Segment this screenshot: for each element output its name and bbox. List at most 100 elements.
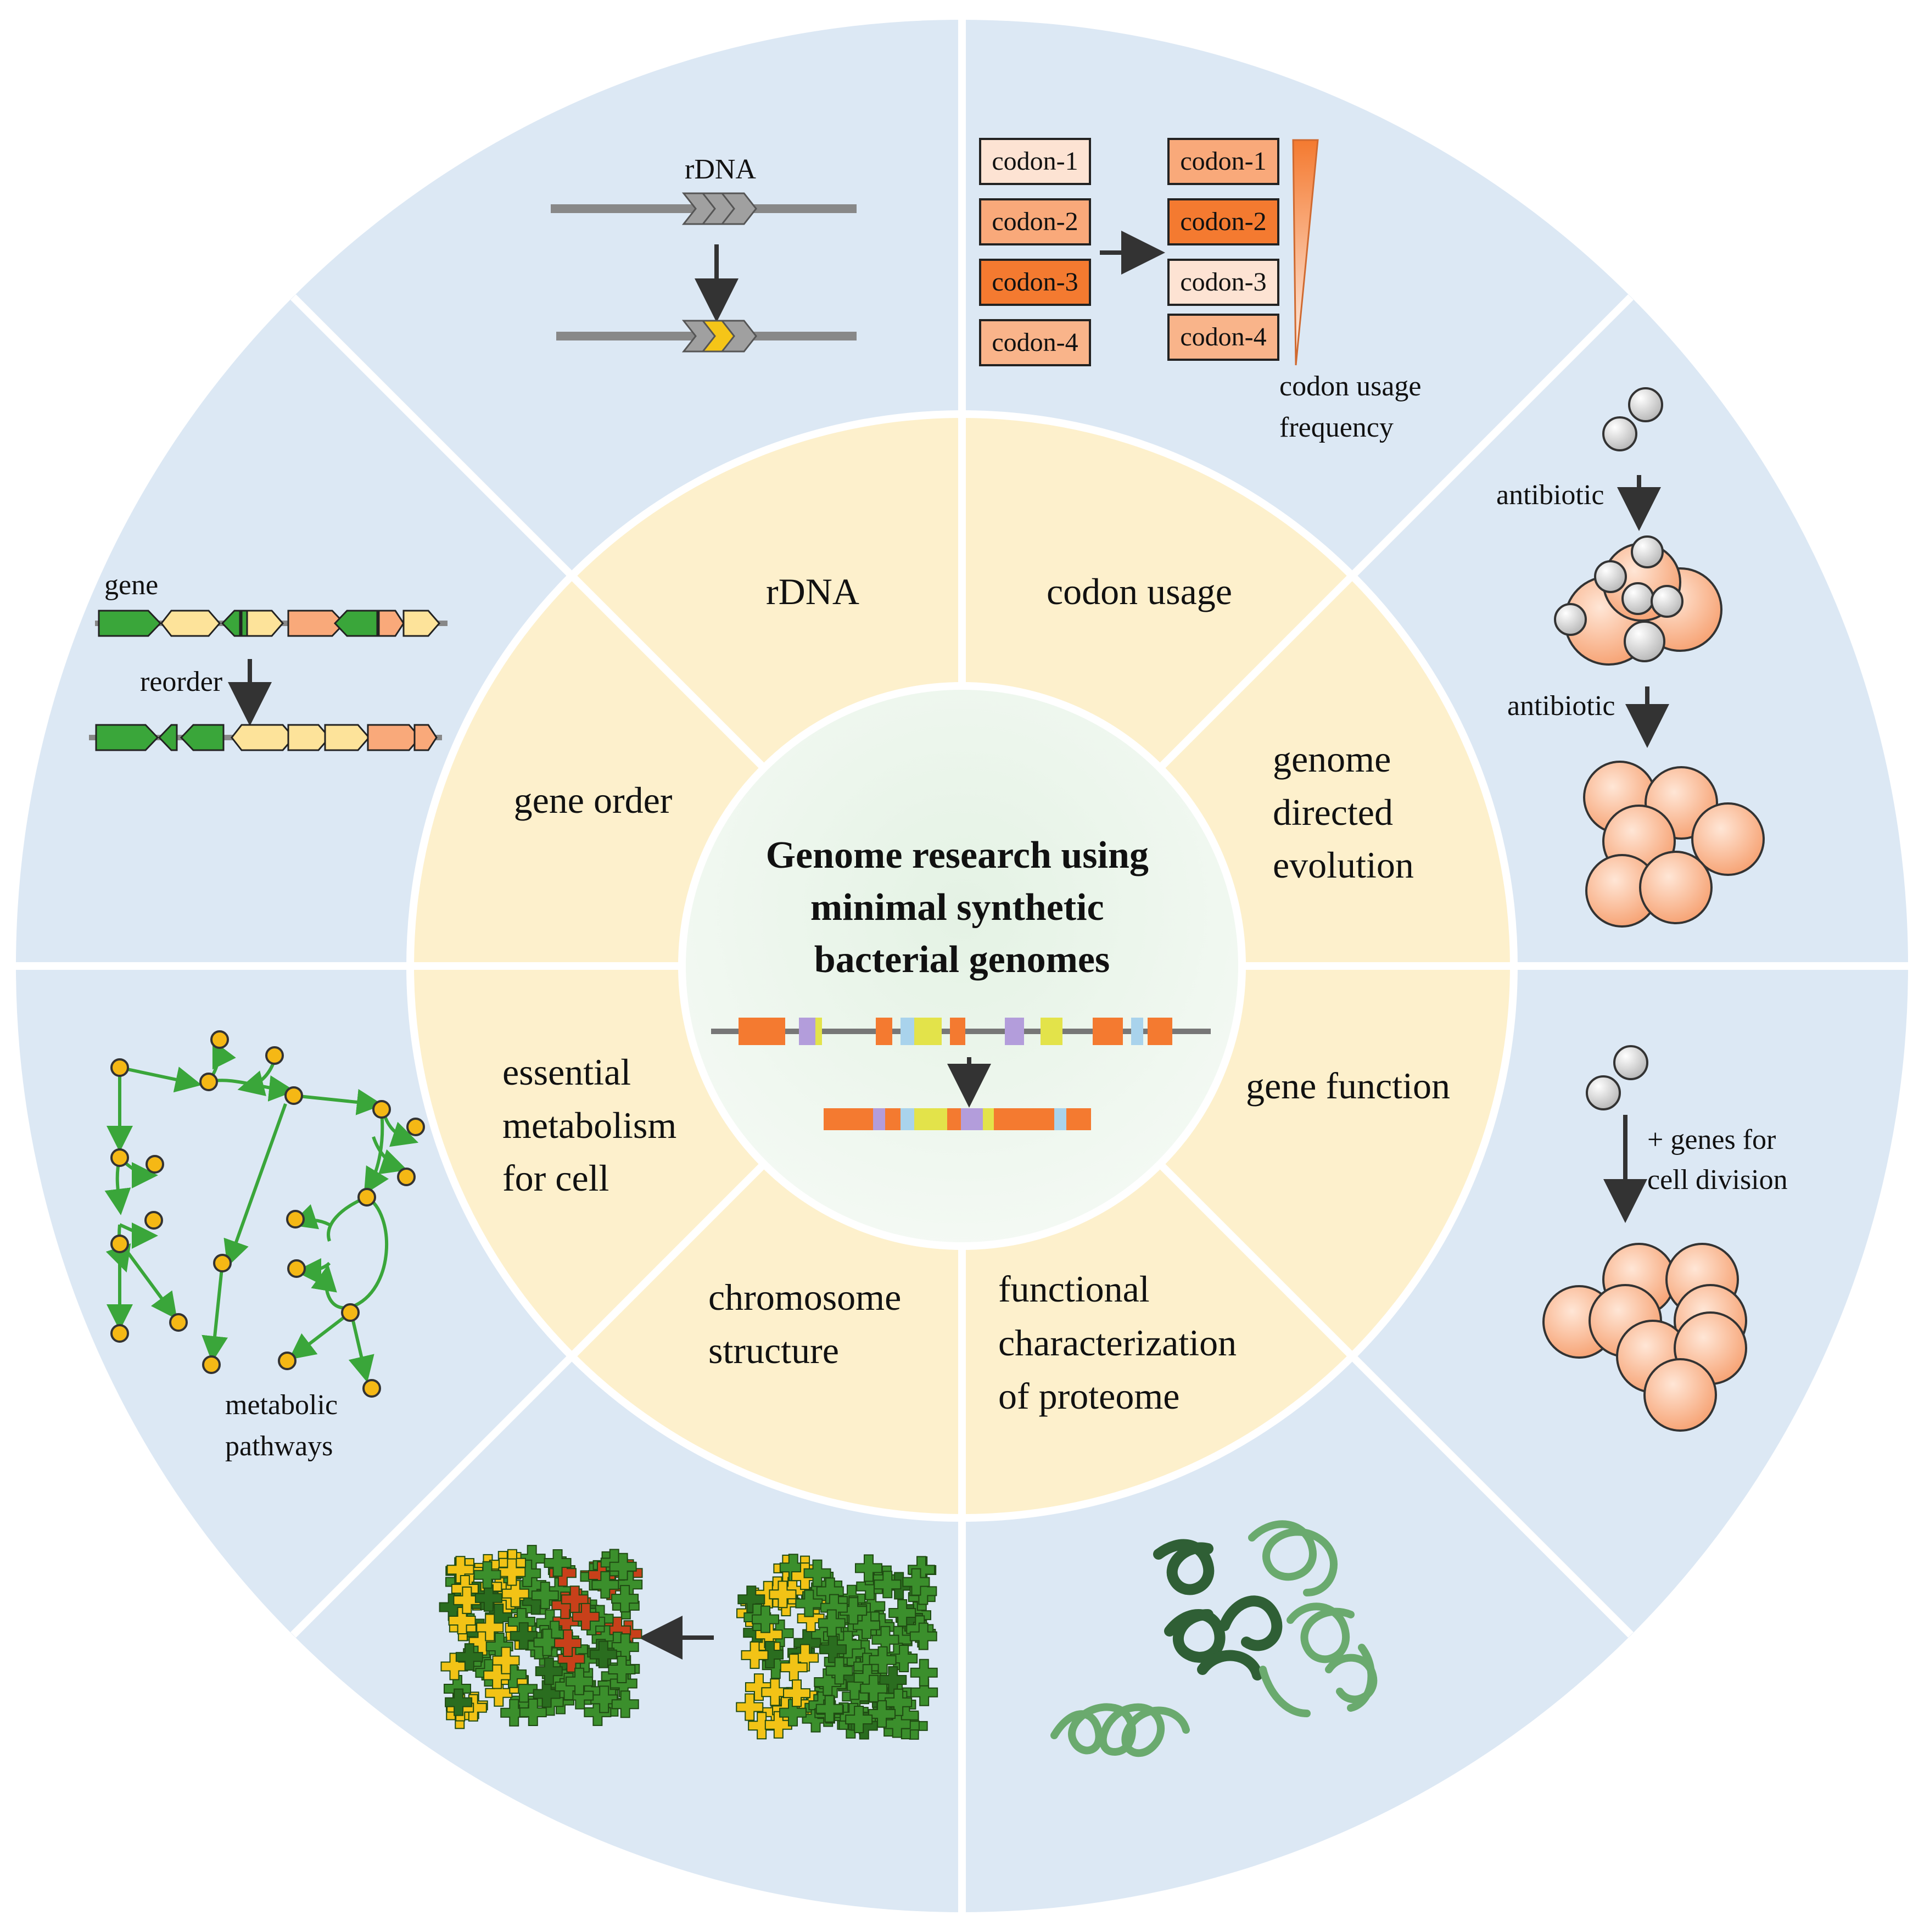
- chromosome-domain: [500, 1699, 528, 1727]
- chromosome-domain: [868, 1700, 896, 1728]
- chromosome-domain: [510, 1622, 538, 1650]
- chromosome-domain: [791, 1644, 819, 1672]
- center-circle: [678, 682, 1246, 1250]
- chromosome-domain: [611, 1633, 639, 1661]
- chromosome-domain: [531, 1582, 559, 1610]
- codon-panel: codon-1 codon-2 codon-3 codon-4 codon-1 …: [979, 138, 1428, 443]
- chromosome-domain: [609, 1553, 637, 1581]
- chromosome-domain: [815, 1695, 843, 1723]
- svg-text:codon-3: codon-3: [1180, 267, 1266, 297]
- chromosome-domain: [888, 1599, 916, 1627]
- chromosome-domain: [825, 1657, 853, 1685]
- svg-text:codon-4: codon-4: [992, 328, 1078, 357]
- chromosome-domain: [611, 1690, 639, 1718]
- chromosome-domain: [572, 1602, 600, 1631]
- chromosome-domain: [453, 1586, 481, 1614]
- svg-text:codon-4: codon-4: [1180, 322, 1266, 351]
- chromosome-domain: [501, 1579, 529, 1607]
- chromosome-domain: [885, 1688, 913, 1716]
- chromosome-domain: [818, 1609, 846, 1637]
- inner-label-functional-characterization: functional characterization of proteome: [998, 1268, 1246, 1417]
- chromosome-domain: [910, 1659, 938, 1687]
- frequency-wedge: [1292, 139, 1319, 366]
- chromosome-domain: [544, 1549, 572, 1577]
- pathway-edges: [104, 1040, 419, 1383]
- cell-division-panel: + genes for cell division: [1542, 1045, 1788, 1432]
- codon-frequency-label: codon usage frequency: [1279, 371, 1428, 443]
- chromosome-domain: [533, 1628, 561, 1656]
- protein-structure-panel: [1050, 1520, 1378, 1757]
- chromosome-domain: [519, 1699, 547, 1727]
- rdna-panel-label: rDNA: [685, 154, 756, 185]
- svg-text:codon-1: codon-1: [992, 147, 1078, 176]
- gene-label: gene: [104, 569, 158, 601]
- chromosome-domain: [485, 1679, 513, 1707]
- antibiotic-panel: antibiotic antibiotic: [1496, 387, 1765, 928]
- metabolic-pathways-panel: metabolic pathways: [104, 1030, 425, 1462]
- chromosome-domain: [566, 1667, 594, 1695]
- rdna-panel: rDNA: [551, 154, 857, 353]
- chromosome-domain: [554, 1629, 582, 1657]
- chromosome-structure-panel: [439, 1545, 938, 1740]
- chromosome-domain: [874, 1571, 902, 1599]
- inner-label-essential-metabolism: essential metabolism for cell: [502, 1051, 686, 1199]
- inner-label-codon-usage: codon usage: [1047, 571, 1232, 612]
- chromosome-domain: [764, 1711, 792, 1739]
- codon-right-column: codon-1 codon-2 codon-3 codon-4: [1167, 138, 1279, 361]
- inner-label-genome-directed-evolution: genome directed evolution: [1273, 738, 1414, 886]
- chromosome-domain: [910, 1678, 938, 1706]
- chromosome-domain: [890, 1645, 918, 1673]
- center-genome-full: [711, 1018, 1211, 1045]
- chromosome-domain: [745, 1673, 773, 1701]
- metabolic-pathways-label: metabolic pathways: [225, 1389, 345, 1462]
- chromosome-domain: [762, 1651, 790, 1679]
- chromosome-domain: [474, 1584, 502, 1612]
- codon-left-column: codon-1 codon-2 codon-3 codon-4: [979, 138, 1091, 366]
- chromosome-domain: [476, 1613, 504, 1641]
- chromosome-domain: [909, 1622, 937, 1650]
- cell-division-label: + genes for cell division: [1647, 1124, 1788, 1196]
- chromosome-domain: [448, 1607, 476, 1634]
- chromosome-domain: [795, 1589, 823, 1617]
- chromosome-domain: [803, 1559, 831, 1587]
- chromosome-domain: [498, 1558, 526, 1586]
- svg-text:codon-2: codon-2: [992, 207, 1078, 236]
- inner-label-chromosome-structure: chromosome structure: [708, 1276, 910, 1371]
- chromosome-domain: [535, 1657, 563, 1685]
- chromosome-domain: [783, 1679, 811, 1707]
- chromosome-domain: [854, 1554, 882, 1582]
- center-title: Genome research using minimal synthetic …: [766, 834, 1159, 981]
- chromosome-cluster: [736, 1554, 938, 1740]
- inner-label-rdna: rDNA: [766, 571, 859, 612]
- chromosome-domain: [752, 1605, 780, 1633]
- inner-label-gene-function: gene function: [1246, 1065, 1450, 1107]
- chromosome-domain: [871, 1626, 899, 1654]
- chromosome-domain: [549, 1559, 577, 1587]
- svg-text:codon-2: codon-2: [1180, 207, 1266, 236]
- antibiotic-label-1: antibiotic: [1496, 479, 1604, 511]
- chromosome-domain: [845, 1705, 873, 1733]
- chromosome-cluster: [439, 1545, 643, 1729]
- gene-order-panel: gene reorder: [89, 569, 448, 751]
- chromosome-domain: [902, 1568, 930, 1596]
- inner-label-gene-order: gene order: [514, 779, 673, 821]
- chromosome-domain: [761, 1678, 789, 1706]
- chromosome-domain: [533, 1680, 561, 1708]
- chromosome-domain: [736, 1693, 764, 1721]
- chromosome-domain: [589, 1640, 617, 1668]
- chromosome-domain: [611, 1585, 639, 1613]
- chromosome-domain: [779, 1699, 807, 1727]
- chromosome-domain: [455, 1643, 483, 1671]
- svg-text:codon-3: codon-3: [992, 267, 1078, 297]
- chromosome-domain: [492, 1646, 520, 1674]
- pathway-nodes: [110, 1030, 425, 1398]
- svg-text:codon-1: codon-1: [1180, 147, 1266, 176]
- chromosome-domain: [741, 1641, 769, 1669]
- reorder-label: reorder: [140, 666, 222, 697]
- antibiotic-label-2: antibiotic: [1507, 690, 1615, 722]
- chromosome-domain: [440, 1652, 468, 1680]
- chromosome-domain: [769, 1581, 797, 1609]
- chromosome-domain: [860, 1674, 888, 1702]
- chromosome-domain: [869, 1646, 897, 1674]
